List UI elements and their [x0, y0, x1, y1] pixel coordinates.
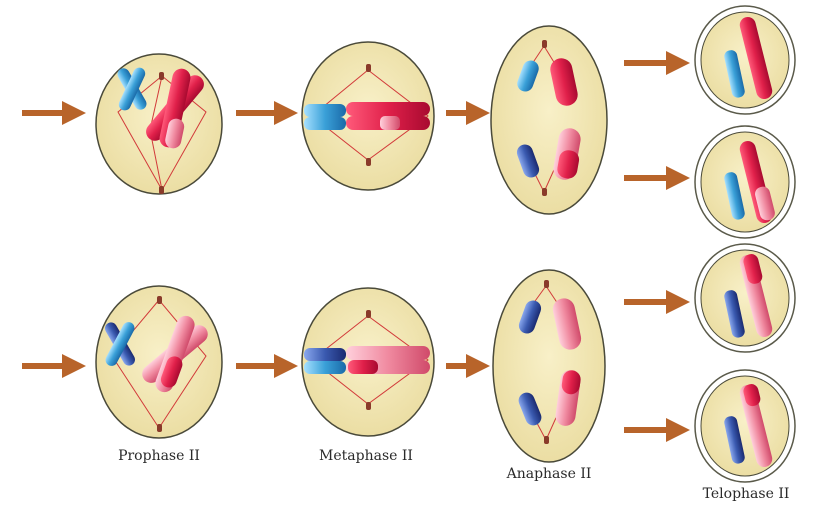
chromosome-red-prophase-top [146, 68, 204, 149]
label-prophase-ii: Prophase II [118, 448, 200, 464]
label-telophase-ii: Telophase II [702, 486, 790, 502]
label-anaphase-ii: Anaphase II [506, 466, 592, 482]
chromosome-navy-prophase-bottom [105, 322, 135, 366]
cell-telophase-1 [694, 5, 796, 115]
chromosome-blue-prophase-top [117, 67, 147, 111]
cell-telophase-2 [694, 125, 796, 239]
chromosome-navy-metaphase-bottom [304, 348, 346, 374]
cell-telophase-3 [694, 243, 796, 353]
chromosome-blue-metaphase-top [304, 104, 346, 130]
label-metaphase-ii: Metaphase II [319, 448, 413, 464]
chromosome-pink-metaphase-bottom [346, 346, 430, 374]
chromosome-pink-prophase-bottom [142, 315, 208, 393]
cell-anaphase-top [490, 25, 608, 215]
cell-metaphase-top [301, 41, 435, 191]
cell-prophase-bottom [95, 285, 223, 439]
cell-anaphase-bottom [492, 269, 606, 463]
cell-prophase-top [95, 53, 223, 195]
cell-telophase-4 [694, 369, 796, 483]
arrows [22, 51, 690, 442]
chromosome-red-metaphase-top [346, 102, 430, 130]
cell-metaphase-bottom [301, 287, 435, 437]
